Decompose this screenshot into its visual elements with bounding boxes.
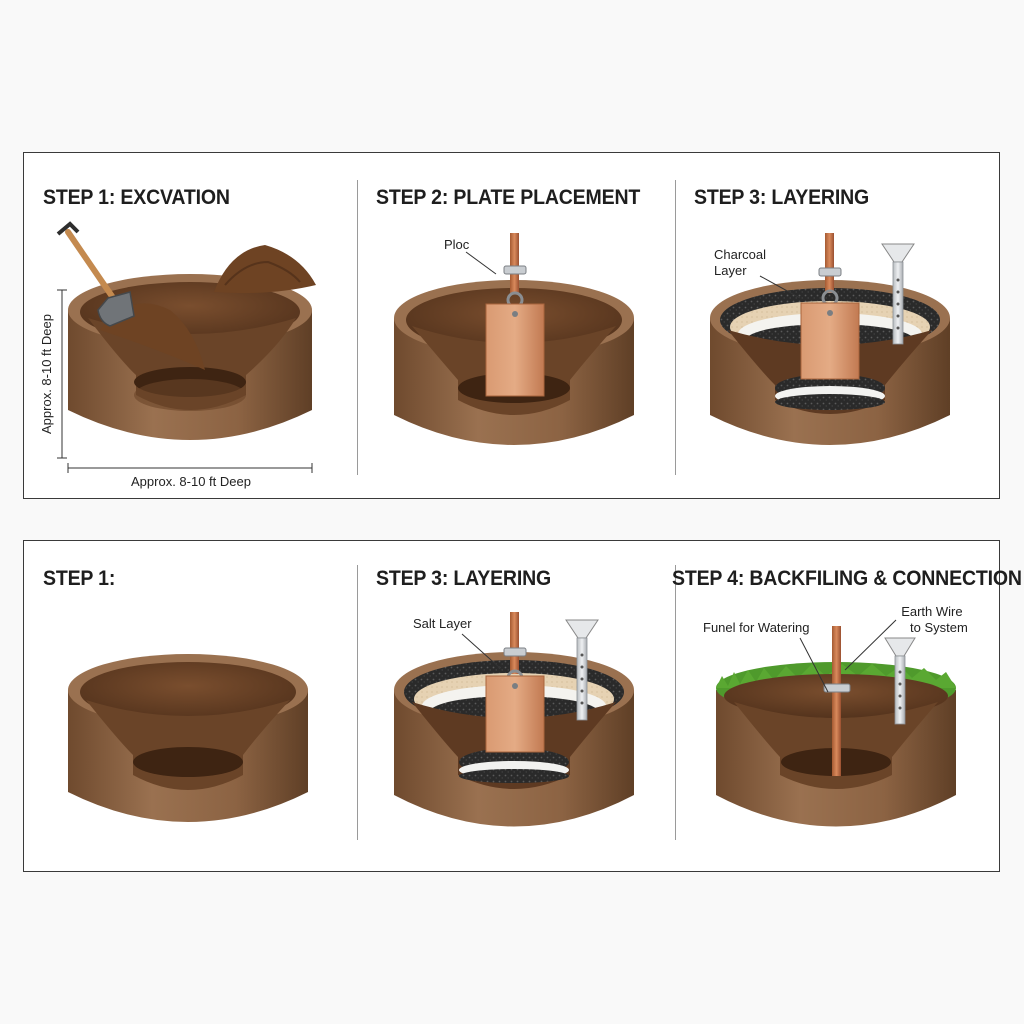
step-title-backfilling: STEP 4: BACKFILING & CONNECTION: [672, 567, 1022, 590]
pit-step1-top: [56, 221, 316, 440]
charcoal-label-line2: Layer: [714, 263, 747, 278]
step-title-layering-top: STEP 3: LAYERING: [694, 186, 870, 209]
earth-wire-line2: to System: [910, 620, 968, 635]
shovel-icon: [56, 221, 135, 327]
pit-step1-bottom: [68, 654, 308, 822]
funnel-icon: [881, 243, 915, 345]
bottom-divider-1: [357, 565, 358, 840]
pit-step3-bottom: [394, 612, 634, 827]
pit-step2-top: [394, 233, 634, 445]
copper-plate: [485, 303, 545, 397]
bottom-divider-2: [675, 565, 676, 840]
charcoal-layer-label: Charcoal Layer: [714, 247, 766, 279]
ploc-label: Ploc: [444, 237, 470, 252]
step-title-plate-placement: STEP 2: PLATE PLACEMENT: [376, 186, 641, 209]
top-divider-1: [357, 180, 358, 475]
salt-layer-label: Salt Layer: [413, 616, 472, 631]
charcoal-label-line1: Charcoal: [714, 247, 767, 262]
funnel-icon: [565, 619, 599, 721]
pit-step3-top: [710, 233, 950, 445]
step-title-layering-bottom: STEP 3: LAYERING: [376, 567, 552, 590]
earth-wire-line1: Earth Wire: [901, 604, 963, 619]
top-divider-2: [675, 180, 676, 475]
funnel-label: Funel for Watering: [703, 620, 810, 635]
step-title-excavation: STEP 1: EXCVATION: [43, 186, 230, 209]
depth-label-horizontal: Approx. 8-10 ft Deep: [131, 474, 251, 489]
depth-label-vertical: Approx. 8-10 ft Deep: [38, 314, 54, 434]
pit-step4-bottom: [716, 619, 956, 827]
funnel-icon: [884, 637, 916, 725]
earth-wire-label: Earth Wire to System: [896, 604, 968, 636]
step-title-step1: STEP 1:: [43, 567, 116, 590]
